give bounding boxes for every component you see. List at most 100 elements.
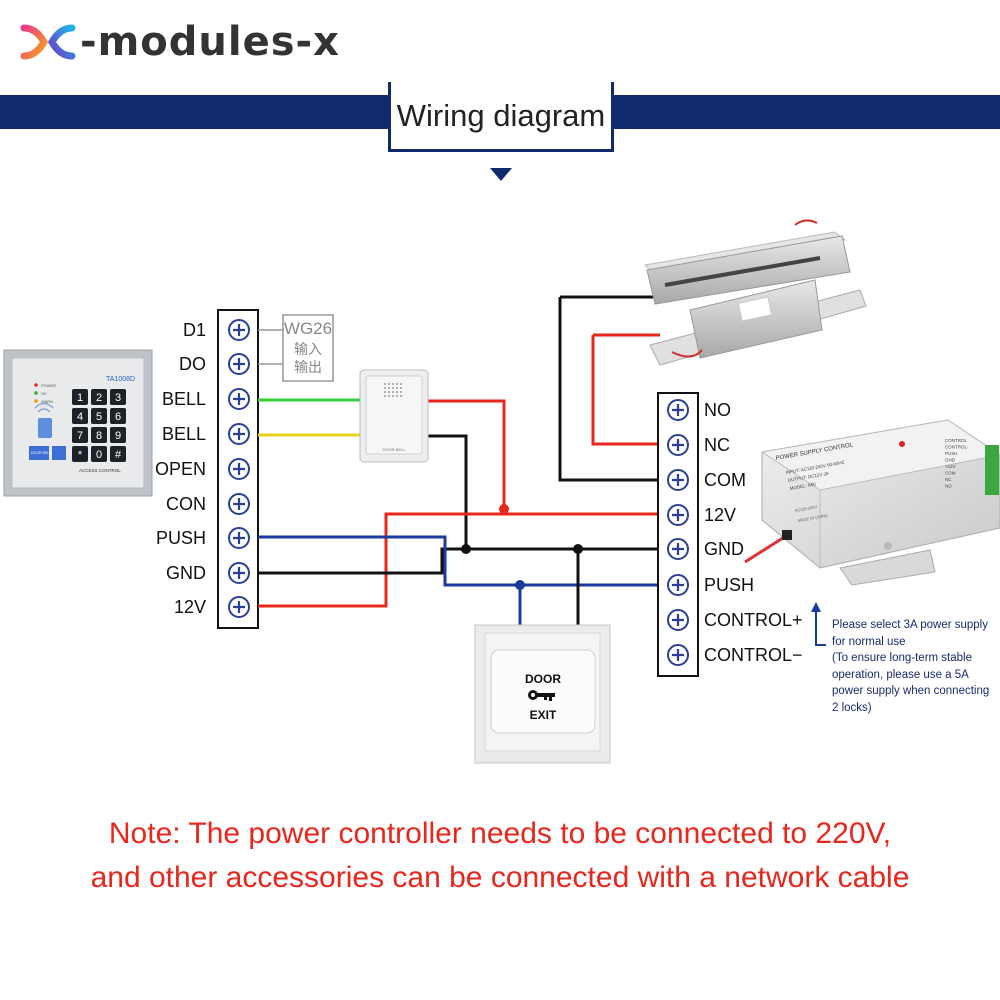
wire-red-nc2 <box>591 335 660 446</box>
wg26-output: 输出 <box>294 359 322 375</box>
wire-black-bell <box>428 434 468 549</box>
junction-dot <box>573 544 583 554</box>
title-arrow-icon <box>490 168 512 181</box>
psu-ac-label: AC110-240V <box>794 504 817 513</box>
brand-logo: -modules-x <box>20 14 340 70</box>
keypad-key-label: 9 <box>115 430 121 442</box>
psu-spec: MODEL: K80 <box>789 481 816 491</box>
keypad-key: 5 <box>91 408 107 424</box>
keypad-bell-label: DOOR BELL <box>31 451 51 455</box>
power-supply: POWER SUPPLY CONTROL INPUT: AC110-240V 5… <box>744 419 1000 586</box>
keypad-key-label: 6 <box>115 411 121 423</box>
right-terminal-label: PUSH <box>704 575 754 595</box>
terminal-screw-icon <box>667 469 689 491</box>
terminal-screw-icon <box>228 388 250 410</box>
junction-dot <box>461 544 471 554</box>
psu-terminal-label: CONTROL- <box>945 445 969 450</box>
keypad-key: 8 <box>91 427 107 443</box>
exit-button-exit: EXIT <box>530 708 557 722</box>
right-terminal-label: NC <box>704 435 730 455</box>
keypad-key: 9 <box>110 427 126 443</box>
terminal-screw-icon <box>228 527 250 549</box>
wire-black-com2 <box>558 297 660 482</box>
keypad-key-label: 3 <box>115 392 121 404</box>
magnetic-lock <box>643 219 867 366</box>
keypad-key: 3 <box>110 389 126 405</box>
terminal-screw-icon <box>228 493 250 515</box>
note-arrow-icon <box>811 602 826 646</box>
right-terminal-label: CONTROL+ <box>704 610 803 630</box>
keypad-led-label: OK <box>41 391 47 396</box>
doorbell-key <box>29 446 49 460</box>
junction-dot <box>499 504 509 514</box>
terminal-screw-icon <box>228 353 250 375</box>
key-icon <box>528 690 555 701</box>
keypad-key-label: 2 <box>96 392 102 404</box>
right-terminal-label: GND <box>704 539 744 559</box>
terminal-screw-icon <box>228 458 250 480</box>
terminal-screw-icon <box>228 596 250 618</box>
bell-key-icon <box>52 446 66 460</box>
left-terminal-label: BELL <box>162 424 206 444</box>
wire-black-gnd <box>258 547 660 575</box>
terminal-screw-icon <box>667 644 689 666</box>
keypad-key-label: 0 <box>96 449 102 461</box>
keypad-key-label: 4 <box>77 411 83 423</box>
psu-note-line: 2 locks) <box>832 701 872 714</box>
psu-terminal-label: NC <box>945 477 952 482</box>
note-line-1: Note: The power controller needs to be c… <box>108 817 892 850</box>
psu-terminal-label: NO <box>945 484 952 489</box>
psu-note-line: power supply when connecting <box>832 685 990 697</box>
left-terminal-label: 12V <box>174 597 206 617</box>
note-line-2: and other accessories can be connected w… <box>90 861 910 894</box>
terminal-screw-icon <box>228 423 250 445</box>
left-terminal-label: BELL <box>162 389 206 409</box>
wg26-box: WG26 输入 输出 <box>258 314 334 382</box>
left-terminal-label: PUSH <box>156 528 206 548</box>
right-terminal-label: CONTROL− <box>704 645 803 665</box>
terminal-screw-icon <box>667 434 689 456</box>
keypad-key-label: # <box>115 449 122 461</box>
keypad-key-label: * <box>78 449 83 461</box>
terminal-screw-icon <box>667 399 689 421</box>
right-terminal-label: 12V <box>704 505 736 525</box>
left-terminal-label: CON <box>166 494 206 514</box>
psu-terminal-label: PUSH <box>945 451 958 456</box>
keypad-leds: POWER OK WARN <box>34 383 56 404</box>
left-terminal-label: OPEN <box>155 459 206 479</box>
terminal-screw-icon <box>667 538 689 560</box>
left-terminal-label: D1 <box>183 320 206 340</box>
terminal-screw-icon <box>667 609 689 631</box>
terminal-screw-icon <box>667 574 689 596</box>
psu-terminal-label: COM <box>945 471 956 476</box>
card-reader-icon <box>34 402 54 438</box>
terminal-screw-icon <box>667 504 689 526</box>
keypad-key-label: 5 <box>96 411 102 423</box>
doorbell: DOOR BELL <box>359 369 429 463</box>
left-terminal-label: GND <box>166 563 206 583</box>
psu-note: Please select 3A power supply for normal… <box>832 617 998 716</box>
right-terminal-label: NO <box>704 400 731 420</box>
wg26-input: 输入 <box>294 341 322 357</box>
keypad-key: # <box>110 446 126 462</box>
keypad-footer: ACCESS CONTROL <box>79 468 121 473</box>
title-box: Wiring diagram <box>388 82 614 152</box>
wire-blue-push <box>258 535 660 587</box>
keypad-key: 2 <box>91 389 107 405</box>
keypad-led-label: WARN <box>41 399 53 404</box>
junction-dot <box>515 580 525 590</box>
psu-made-in: MADE IN CHINA <box>797 513 828 523</box>
keypad-key-label: 8 <box>96 430 102 442</box>
left-terminal-label: DO <box>179 354 206 374</box>
wire-red-bell <box>428 399 506 509</box>
psu-terminal-label: GND <box>945 458 956 463</box>
psu-led <box>899 441 905 447</box>
brand-x-icon <box>20 24 76 60</box>
bottom-note: Note: The power controller needs to be c… <box>0 812 1000 900</box>
keypad-led-label: POWER <box>41 383 56 388</box>
keypad-key-label: 7 <box>77 430 83 442</box>
psu-terminal-label: +12V <box>945 464 956 469</box>
wires <box>258 295 660 625</box>
right-terminal-label: COM <box>704 470 746 490</box>
